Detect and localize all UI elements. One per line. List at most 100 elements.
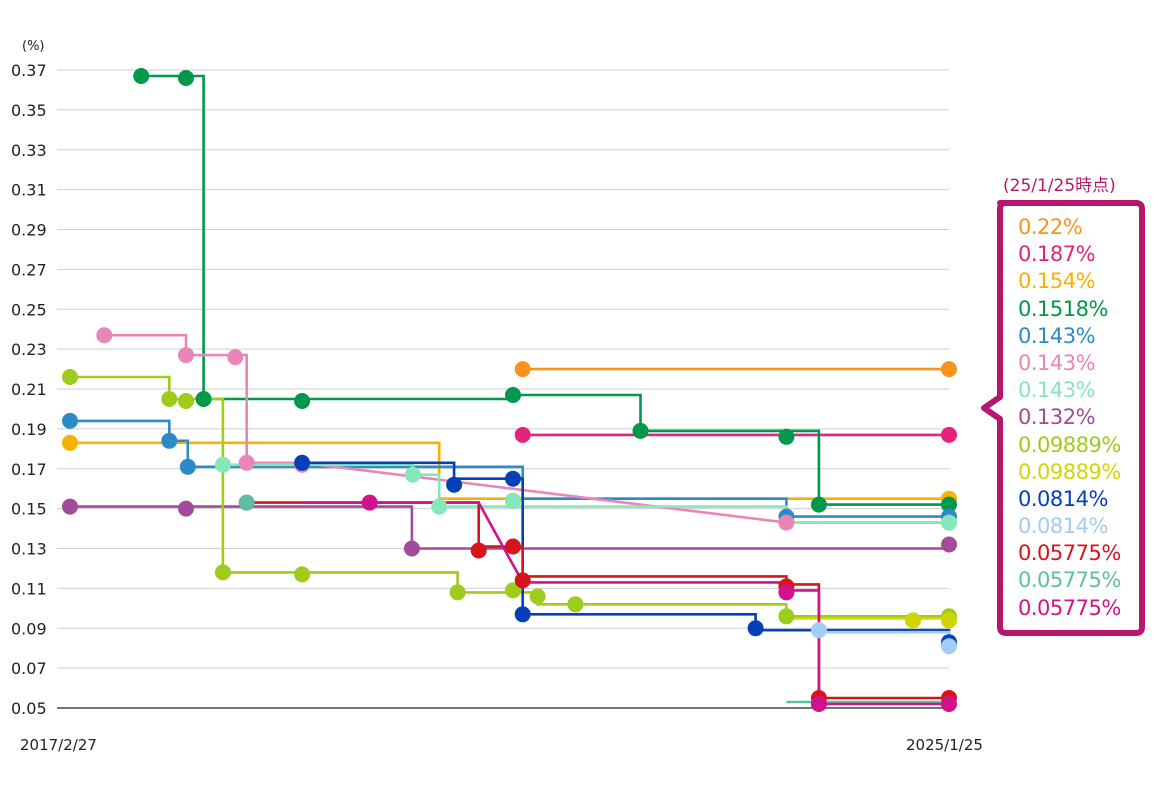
series-marker — [195, 391, 212, 407]
y-tick-label: 0.23 — [11, 340, 47, 359]
y-tick-label: 0.11 — [11, 579, 47, 598]
legend-item: 0.143% — [1018, 378, 1096, 403]
series-marker — [470, 542, 487, 559]
y-tick-label: 0.19 — [11, 420, 47, 439]
series-marker — [567, 596, 584, 613]
series-marker — [505, 582, 521, 599]
legend-item: 0.132% — [1018, 405, 1096, 430]
series-marker — [505, 470, 521, 487]
series-marker — [514, 572, 531, 589]
series-marker — [178, 500, 194, 517]
legend-item: 0.0814% — [1018, 486, 1108, 511]
x-axis-end-label: 2025/1/25 — [906, 736, 983, 754]
series-marker — [514, 606, 531, 623]
y-tick-label: 0.07 — [11, 659, 47, 678]
legend-item: 0.0814% — [1018, 514, 1108, 539]
legend-item: 0.05775% — [1018, 541, 1121, 566]
y-tick-label: 0.27 — [11, 260, 47, 279]
series-marker — [505, 387, 521, 403]
series-marker — [62, 498, 78, 515]
series-marker — [214, 456, 231, 473]
y-tick-label: 0.33 — [11, 141, 47, 160]
series-marker — [178, 393, 194, 409]
y-tick-label: 0.13 — [11, 540, 47, 559]
legend-item: 0.22% — [1018, 215, 1083, 239]
series-line — [141, 74, 949, 506]
series-marker — [747, 620, 764, 637]
series-marker — [941, 638, 957, 655]
legend-item: 0.143% — [1018, 323, 1096, 348]
series-marker — [449, 584, 466, 601]
series-marker — [941, 361, 957, 378]
series-marker — [294, 566, 311, 583]
series-marker — [778, 584, 795, 601]
legend-item: 0.05775% — [1018, 568, 1121, 593]
series-marker — [778, 608, 795, 625]
series-marker — [179, 458, 196, 475]
series-marker — [178, 70, 194, 86]
legend-item: 0.154% — [1018, 269, 1096, 294]
series-marker — [514, 361, 531, 378]
y-tick-label: 0.21 — [11, 380, 47, 399]
legend-title: (25/1/25時点) — [1003, 176, 1116, 196]
series-marker — [133, 68, 150, 84]
legend-item: 0.09889% — [1018, 432, 1121, 457]
series-marker — [161, 432, 178, 449]
series-marker — [294, 393, 311, 409]
series-marker — [294, 454, 311, 471]
x-axis-start-label: 2017/2/27 — [20, 736, 97, 754]
series-marker — [941, 426, 957, 443]
series-marker — [161, 391, 178, 407]
y-tick-label: 0.15 — [11, 500, 47, 519]
series-marker — [778, 428, 795, 445]
legend: 0.22%0.187%0.154%0.1518%0.143%0.143%0.14… — [1018, 214, 1146, 622]
series-marker — [96, 327, 113, 344]
series-marker — [505, 492, 521, 509]
y-tick-label: 0.25 — [11, 300, 47, 319]
legend-item: 0.09889% — [1018, 459, 1121, 484]
series-marker — [404, 466, 421, 483]
series-marker — [62, 412, 78, 429]
series-marker — [778, 514, 795, 531]
series-line — [222, 463, 949, 524]
series-marker — [941, 514, 957, 531]
series-marker — [62, 369, 78, 385]
legend-item: 0.187% — [1018, 242, 1096, 267]
series-marker — [214, 564, 231, 581]
series-group — [62, 68, 957, 712]
series-marker — [810, 622, 827, 639]
series-marker — [446, 476, 463, 493]
series-line — [104, 333, 949, 524]
y-tick-label: 0.29 — [11, 221, 47, 240]
series-marker — [632, 422, 649, 439]
series-marker — [810, 696, 827, 712]
series-marker — [403, 540, 420, 557]
series-marker — [227, 349, 244, 366]
y-axis-unit-label: (%) — [22, 39, 45, 54]
series-line — [818, 630, 951, 647]
series-marker — [178, 347, 194, 364]
series-marker — [810, 496, 827, 513]
y-tick-label: 0.35 — [11, 101, 47, 120]
y-tick-label: 0.31 — [11, 181, 47, 200]
series-marker — [62, 434, 78, 451]
series-marker — [505, 538, 521, 555]
legend-item: 0.1518% — [1018, 296, 1108, 321]
series-marker — [905, 612, 921, 629]
y-axis-ticks: 0.37 0.35 0.33 0.31 0.29 0.27 0.25 0.23 0.21 0.19… — [11, 61, 47, 718]
series-marker — [529, 588, 546, 605]
series-marker — [238, 494, 255, 511]
series-line — [70, 441, 949, 500]
series-marker — [514, 426, 531, 443]
series-marker — [941, 696, 957, 712]
series-marker — [941, 496, 957, 513]
series-marker — [941, 536, 957, 553]
series-marker — [361, 494, 378, 511]
legend-item: 0.05775% — [1018, 595, 1121, 620]
y-tick-label: 0.17 — [11, 460, 47, 479]
legend-callout-box — [981, 200, 1145, 636]
y-tick-label: 0.37 — [11, 61, 47, 80]
legend-item: 0.143% — [1018, 350, 1096, 375]
series-marker — [431, 498, 448, 515]
